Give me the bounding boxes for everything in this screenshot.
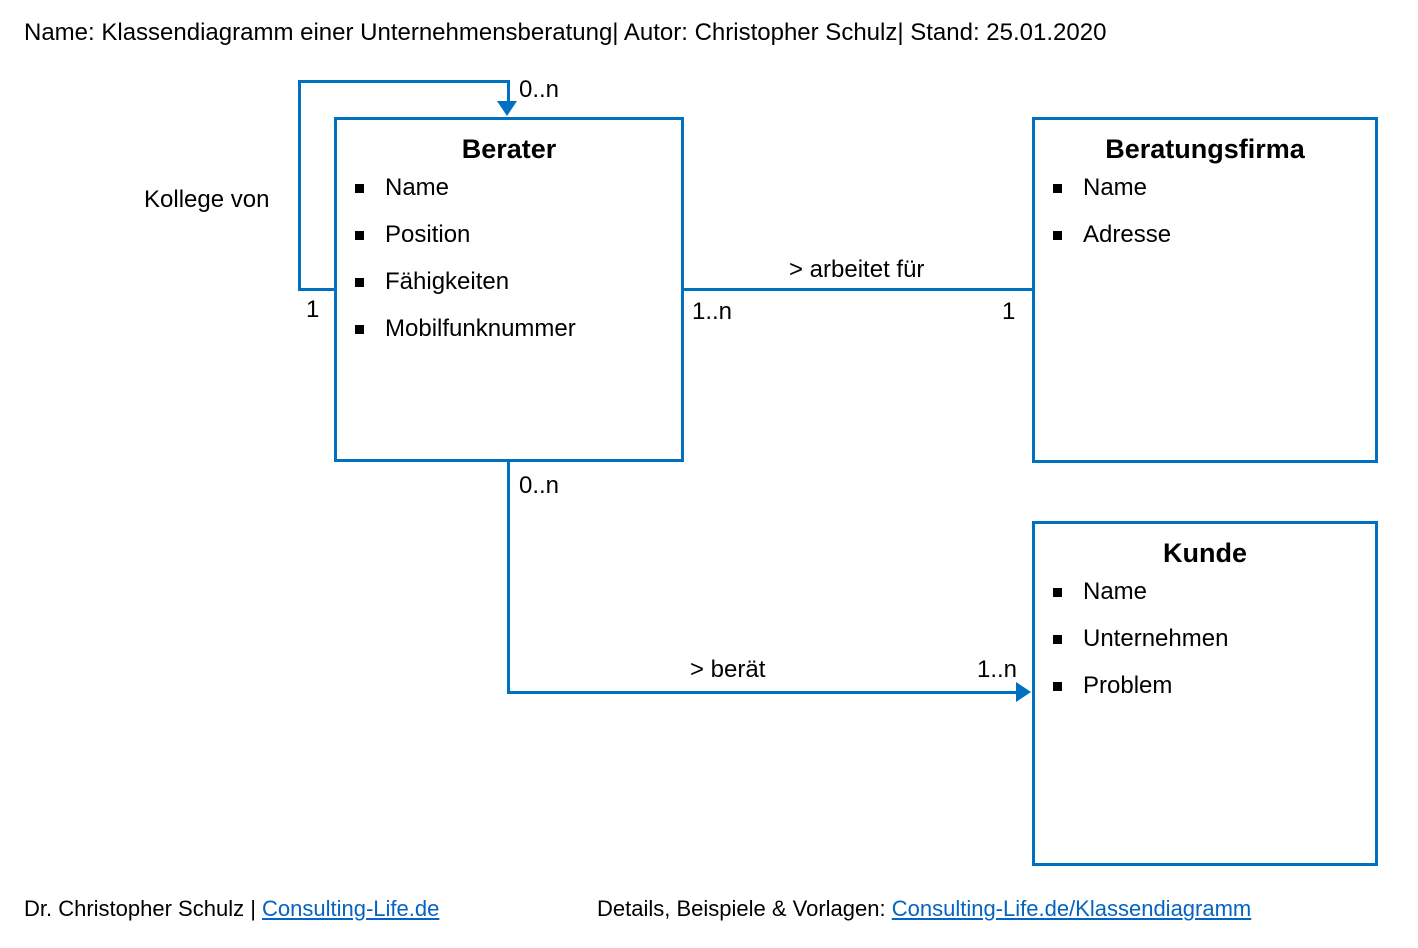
attribute-list-berater: Name Position Fähigkeiten Mobilfunknumme… [337,173,681,344]
bullet-square-icon [1053,231,1062,240]
kollege-von-edge-left-segment [298,80,301,290]
attribute-item: Unternehmen [1051,624,1375,654]
bullet-square-icon [355,278,364,287]
footer-left-prefix: Dr. Christopher Schulz | [24,896,263,921]
attribute-list-beratungsfirma: Name Adresse [1035,173,1375,250]
beraet-label: > berät [690,656,766,683]
attribute-label: Name [385,174,450,201]
bullet-square-icon [355,231,364,240]
bullet-square-icon [1053,588,1062,597]
kollege-von-arrowhead-icon [497,101,517,116]
beraet-edge-vertical-segment [507,462,510,694]
kollege-von-edge-drop-segment [507,80,510,103]
kollege-von-multiplicity-target: 0..n [519,76,560,103]
attribute-item: Fähigkeiten [353,267,681,297]
class-title-berater: Berater [461,134,557,164]
attribute-item: Name [1051,577,1375,607]
bullet-square-icon [355,325,364,334]
beraet-multiplicity-target: 1..n [977,656,1018,683]
arbeitet-fuer-multiplicity-source: 1..n [692,298,733,325]
bullet-square-icon [1053,635,1062,644]
bullet-square-icon [1053,184,1062,193]
class-title-kunde: Kunde [1163,538,1247,568]
bullet-square-icon [1053,682,1062,691]
beraet-multiplicity-source: 0..n [519,472,560,499]
class-box-berater[interactable]: Berater Name Position Fähigkeiten Mobilf… [334,117,684,462]
attribute-list-kunde: Name Unternehmen Problem [1035,577,1375,701]
arbeitet-fuer-edge [684,288,1032,291]
attribute-label: Name [1083,174,1148,201]
arbeitet-fuer-label: > arbeitet für [789,256,925,283]
attribute-label: Name [1083,578,1148,605]
beraet-arrowhead-icon [1016,682,1031,702]
attribute-item: Mobilfunknummer [353,314,681,344]
kollege-von-edge-stub [298,288,336,291]
footer-left-link[interactable]: Consulting-Life.de [262,896,440,921]
footer-right-prefix: Details, Beispiele & Vorlagen: [597,896,892,921]
attribute-label: Problem [1083,672,1173,699]
kollege-von-multiplicity-source: 1 [306,296,320,323]
kollege-von-label: Kollege von [144,186,270,213]
attribute-item: Position [353,220,681,250]
attribute-item: Adresse [1051,220,1375,250]
beraet-edge-horizontal-segment [507,691,1017,694]
attribute-label: Fähigkeiten [385,268,510,295]
attribute-label: Position [385,221,471,248]
attribute-label: Adresse [1083,221,1172,248]
attribute-item: Name [1051,173,1375,203]
class-box-kunde[interactable]: Kunde Name Unternehmen Problem [1032,521,1378,866]
bullet-square-icon [355,184,364,193]
footer-left: Dr. Christopher Schulz | Consulting-Life… [24,895,439,923]
attribute-item: Name [353,173,681,203]
attribute-label: Unternehmen [1083,625,1229,652]
class-box-beratungsfirma[interactable]: Beratungsfirma Name Adresse [1032,117,1378,463]
class-title-beratungsfirma: Beratungsfirma [1105,134,1305,164]
footer-right-link[interactable]: Consulting-Life.de/Klassendiagramm [891,896,1252,921]
attribute-item: Problem [1051,671,1375,701]
footer-right: Details, Beispiele & Vorlagen: Consultin… [597,895,1251,923]
attribute-label: Mobilfunknummer [385,315,576,342]
kollege-von-edge-top-segment [298,80,508,83]
page-title: Name: Klassendiagramm einer Unternehmens… [24,19,1107,46]
arbeitet-fuer-multiplicity-target: 1 [1002,298,1016,325]
